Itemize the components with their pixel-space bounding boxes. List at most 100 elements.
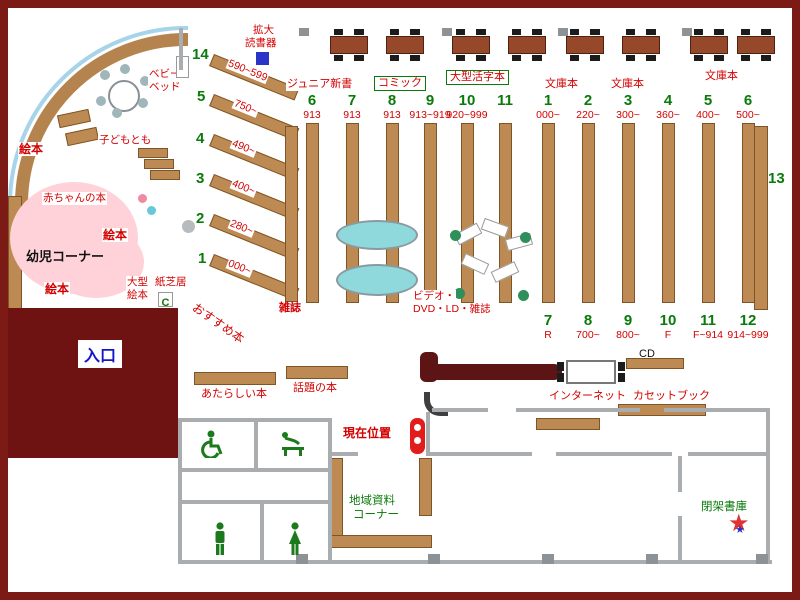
- bookshelf: [741, 123, 755, 303]
- pillar: [299, 28, 309, 36]
- shelf-range: 913~919: [409, 109, 451, 121]
- area-label-junior-shinsho: ジュニア新書: [286, 78, 354, 92]
- bookshelf: [621, 123, 635, 303]
- shelf-range: 913: [383, 109, 401, 121]
- shelf-range: 800~: [616, 329, 640, 341]
- wall: [678, 456, 682, 492]
- map-border-right: [792, 0, 800, 600]
- wall: [678, 516, 682, 564]
- star-inner: ★: [735, 524, 745, 536]
- stool: [454, 288, 465, 299]
- shelf-range: 914~999: [727, 329, 769, 341]
- area-label-closed-stacks: 閉架書庫: [700, 498, 748, 514]
- shelf-range: 360~: [656, 109, 680, 121]
- area-label-large-print: 大型活字本: [446, 70, 509, 86]
- reading-table: [737, 29, 775, 61]
- wall: [426, 412, 430, 456]
- kids-stool: [147, 206, 156, 215]
- wall: [556, 452, 672, 456]
- wall: [260, 500, 264, 562]
- wall: [328, 418, 332, 564]
- wall: [432, 408, 488, 412]
- curved-picturebook-shelf: [15, 33, 188, 210]
- pillar: [296, 554, 308, 564]
- shelf-number: 11: [497, 92, 513, 109]
- bookshelf: [581, 123, 595, 303]
- kids-stool: [138, 194, 147, 203]
- area-label-ehon: 絵本: [102, 228, 129, 243]
- stool: [450, 230, 461, 241]
- area-label-topical-books: 話題の本: [292, 382, 338, 396]
- bookshelf: [541, 123, 555, 303]
- bookshelf: [701, 123, 715, 303]
- shelf-range: 700~: [576, 329, 600, 341]
- shelf-number: 11: [700, 312, 716, 329]
- wall: [179, 28, 183, 70]
- shelf-number: 5: [703, 92, 713, 109]
- pillar: [682, 28, 692, 36]
- map-border-top: [0, 0, 800, 8]
- reading-table: [566, 29, 604, 61]
- shelf-range: 913: [343, 109, 361, 121]
- pillar: [428, 554, 440, 564]
- closed-stacks-star-icon: ★ ★: [728, 511, 754, 540]
- wall: [254, 418, 258, 472]
- shelf-column: 11: [483, 92, 527, 303]
- area-label-baby-bed: ベビー: [148, 68, 182, 81]
- shelf-range: [483, 109, 527, 122]
- chair: [618, 362, 625, 371]
- area-label-large-picturebook: 大型: [126, 276, 149, 289]
- reading-table: [508, 29, 546, 61]
- reading-table: [452, 29, 490, 61]
- reading-table: [330, 29, 368, 61]
- shelf-range: 220~: [576, 109, 600, 121]
- entrance-label: 入口: [78, 340, 123, 368]
- kids-chair: [96, 96, 106, 106]
- area-label-local-materials: 地域資料: [348, 492, 396, 508]
- stool: [520, 232, 531, 243]
- current-location-label: 現在位置: [342, 426, 393, 441]
- current-location-marker: [410, 418, 425, 454]
- mens-restroom-icon: [212, 522, 228, 561]
- area-label-local-materials: コーナー: [352, 506, 400, 522]
- bookshelf: [460, 123, 474, 303]
- area-label-babybooks: 赤ちゃんの本: [42, 192, 107, 205]
- marker-dot: [414, 424, 421, 431]
- local-materials-shelf: [419, 458, 432, 516]
- area-label-bunko: 文庫本: [610, 78, 645, 92]
- reading-table: [386, 29, 424, 61]
- magazine-display: [336, 264, 418, 296]
- shelf-number: 1: [198, 250, 207, 267]
- curved-wall: [8, 26, 188, 210]
- shelf-range: 300~: [616, 109, 640, 121]
- map-border-left: [0, 0, 8, 600]
- shelf-number: 1: [543, 92, 553, 109]
- chair: [557, 362, 564, 371]
- wall: [688, 452, 770, 456]
- shelf-number: 3: [196, 170, 205, 187]
- kids-chair: [120, 64, 130, 74]
- kids-step-shelf: [144, 159, 174, 169]
- bookshelf: [498, 123, 512, 303]
- area-label-kamishibai: 紙芝居: [154, 276, 188, 289]
- shelf-number: 9: [623, 312, 633, 329]
- wall: [332, 452, 358, 456]
- area-label-ehon: 絵本: [18, 142, 45, 157]
- area-label-cassette: カセットブック: [632, 390, 711, 404]
- area-label-baby-bed: ベッド: [148, 81, 182, 94]
- womens-restroom-icon: [286, 522, 304, 561]
- shelf-range: R: [544, 329, 552, 341]
- shelf-number: 8: [583, 312, 593, 329]
- chair: [557, 373, 564, 382]
- area-label-recommended: おすすめ本: [188, 298, 249, 348]
- wall: [664, 408, 768, 412]
- reading-table: [690, 29, 728, 61]
- local-materials-shelf: [330, 535, 432, 548]
